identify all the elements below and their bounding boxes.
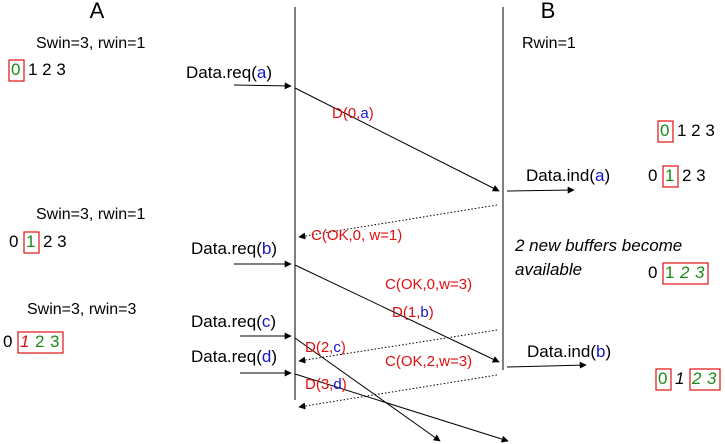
data-req-label: Data.req(c) xyxy=(191,312,276,331)
data-req-label: Data.req(a) xyxy=(186,63,272,82)
window-slot: 3 xyxy=(50,332,59,351)
window-slot: 2 xyxy=(691,369,702,388)
data-frame-arrow xyxy=(294,337,441,442)
data-ind-label: Data.ind(a) xyxy=(526,166,610,185)
window-slot: 1 xyxy=(665,166,674,185)
control-frame-label: C(OK,2,w=3) xyxy=(385,353,472,370)
window-slot: 2 xyxy=(35,332,44,351)
window-box xyxy=(662,262,709,285)
receiver-window: 0 1 2 3 xyxy=(657,120,715,143)
window-slot: 1 xyxy=(26,232,35,251)
data-frame-label: D(2,c) xyxy=(305,339,346,356)
window-box xyxy=(8,59,25,82)
window-box xyxy=(23,231,40,254)
control-frame-label: C(OK,0, w=1) xyxy=(311,227,402,244)
window-box xyxy=(662,165,679,188)
window-box xyxy=(689,368,721,391)
window-slot: 1 xyxy=(665,263,674,282)
window-slot: 1 2 3 xyxy=(28,60,66,79)
window-slot: 0 xyxy=(11,60,20,79)
data-ind-label: Data.ind(b) xyxy=(527,342,611,361)
control-frame-label: C(OK,0,w=3) xyxy=(385,276,472,293)
window-slot: 3 xyxy=(707,369,717,388)
buffers-note: 2 new buffers become xyxy=(514,236,682,255)
window-slot: 2 xyxy=(679,263,690,282)
window-slot: 1 xyxy=(20,332,29,351)
data-frame-arrow xyxy=(294,264,500,363)
window-slot: 1 xyxy=(675,369,684,388)
data-req-label: Data.req(b) xyxy=(191,239,277,258)
indication-arrow xyxy=(506,186,575,194)
window-box xyxy=(657,120,674,143)
window-slot: 0 xyxy=(9,232,18,251)
window-slot: 2 3 xyxy=(682,166,706,185)
data-req-label: Data.req(d) xyxy=(191,347,277,366)
data-frame-label: D(3,d) xyxy=(305,376,347,393)
buffers-note: available xyxy=(515,260,582,279)
window-slot: 0 xyxy=(660,121,669,140)
window-slot: 0 xyxy=(648,166,657,185)
window-box xyxy=(655,368,672,391)
data-frame-arrow xyxy=(294,87,500,192)
sender-state-label: Swin=3, rwin=1 xyxy=(36,35,145,52)
window-slot: 0 xyxy=(3,332,12,351)
window-slot: 1 2 3 xyxy=(677,121,715,140)
data-frame-label: D(0,a) xyxy=(332,105,374,122)
entity-b-label: B xyxy=(541,0,556,23)
entity-a-label: A xyxy=(90,0,105,23)
sender-window: 0 1 2 3 xyxy=(8,59,66,82)
window-slot: 0 xyxy=(658,369,667,388)
window-slot: 2 3 xyxy=(43,232,67,251)
window-slot: 3 xyxy=(695,263,705,282)
sender-state-label: Swin=3, rwin=3 xyxy=(27,301,136,318)
data-frame-arrow xyxy=(294,373,509,443)
sender-state-label: Swin=3, rwin=1 xyxy=(36,206,145,223)
window-box xyxy=(17,331,64,354)
data-frame-label: D(1,b) xyxy=(392,304,434,321)
receiver-rwin-label: Rwin=1 xyxy=(522,35,576,52)
request-arrow xyxy=(233,82,292,90)
indication-arrow xyxy=(506,361,587,369)
window-slot: 0 xyxy=(648,263,657,282)
